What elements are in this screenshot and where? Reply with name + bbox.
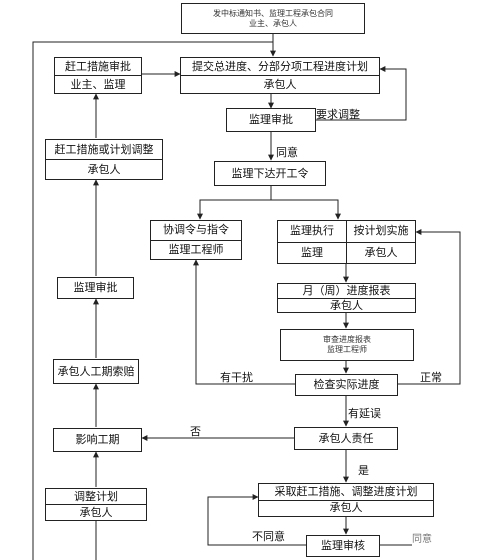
node-review-3: 监理审核 (306, 535, 380, 557)
edge-label-no: 否 (190, 425, 201, 438)
node-impact-duration: 影响工期 (53, 428, 142, 452)
node-contractor-responsibility: 承包人责任 (294, 427, 398, 450)
edge-label-agree: 同意 (276, 146, 298, 159)
node-coordinate: 协调令与指令 监理工程师 (150, 220, 242, 260)
node-start-order-title: 监理下达开工令 (231, 166, 309, 180)
node-adjust-plan-actor: 承包人 (46, 504, 146, 520)
node-submit-plan: 提交总进度、分部分项工程进度计划 承包人 (180, 57, 380, 94)
node-execute-supervisor: 监理 (301, 245, 323, 259)
node-impact-duration-title: 影响工期 (75, 433, 120, 447)
node-review-2: 监理审批 (57, 277, 134, 299)
node-adopt-measures-title: 采取赶工措施、调整进度计划 (274, 484, 418, 498)
node-audit-report-title: 审查进度报表 (323, 335, 371, 344)
node-award-contract: 发中标通知书、监理工程承包合同 业主、承包人 (181, 3, 365, 34)
node-execute-implement: 按计划实施 (346, 221, 415, 242)
node-adjust-plan-title: 调整计划 (74, 489, 118, 503)
node-progress-report: 月（周）进度报表 承包人 (277, 283, 416, 313)
node-review-2-title: 监理审批 (73, 281, 118, 295)
node-duration-claim: 承包人工期索赔 (53, 359, 139, 384)
node-crash-review-title: 赶工措施审批 (65, 59, 131, 73)
node-crash-review-actor: 业主、监理 (55, 75, 141, 93)
node-submit-plan-actor: 承包人 (181, 75, 379, 93)
node-review-1-title: 监理审批 (249, 113, 293, 127)
node-submit-plan-title: 提交总进度、分部分项工程进度计划 (192, 59, 368, 73)
node-execute-contractor: 承包人 (346, 242, 415, 263)
node-crash-adjust: 赶工措施或计划调整 承包人 (45, 139, 163, 180)
node-crash-review: 赶工措施审批 业主、监理 (54, 57, 142, 94)
node-progress-report-title: 月（周）进度报表 (302, 284, 391, 297)
node-coordinate-actor: 监理工程师 (151, 239, 241, 260)
node-check-progress: 检查实际进度 (295, 374, 398, 396)
node-execute: 监理执行 按计划实施 监理 承包人 (277, 220, 416, 264)
edge-label-disagree: 不同意 (252, 530, 285, 543)
node-adjust-plan: 调整计划 承包人 (45, 488, 147, 521)
node-adopt-measures: 采取赶工措施、调整进度计划 承包人 (258, 483, 434, 517)
node-contractor-responsibility-title: 承包人责任 (318, 431, 374, 445)
node-audit-report-actor: 监理工程师 (327, 345, 367, 354)
node-crash-adjust-title: 赶工措施或计划调整 (54, 142, 154, 156)
node-coordinate-title: 协调令与指令 (163, 223, 229, 237)
node-execute-supervise: 监理执行 (290, 224, 334, 238)
edge-label-delayed: 有延误 (348, 407, 381, 420)
node-audit-report: 审查进度报表 监理工程师 (280, 329, 414, 361)
node-award-contract-title: 发中标通知书、监理工程承包合同 (213, 8, 333, 18)
edge-label-agree-2: 同意 (412, 534, 432, 545)
node-review-1: 监理审批 (226, 108, 316, 132)
edge-label-yes: 是 (358, 464, 369, 477)
edge-label-interference: 有干扰 (220, 371, 253, 384)
node-award-contract-actor: 业主、承包人 (249, 18, 297, 28)
edge-label-require-adjust: 要求调整 (316, 108, 360, 121)
node-review-3-title: 监理审核 (321, 539, 365, 553)
node-execute-row-1: 监理执行 按计划实施 (278, 221, 415, 242)
node-execute-row-2: 监理 承包人 (278, 241, 415, 263)
node-progress-report-actor: 承包人 (278, 297, 415, 312)
node-adopt-measures-actor: 承包人 (259, 499, 433, 517)
edge-label-normal: 正常 (420, 371, 442, 384)
node-check-progress-title: 检查实际进度 (313, 378, 380, 392)
node-start-order: 监理下达开工令 (214, 161, 326, 186)
node-crash-adjust-actor: 承包人 (46, 159, 162, 179)
node-duration-claim-title: 承包人工期索赔 (57, 364, 135, 378)
